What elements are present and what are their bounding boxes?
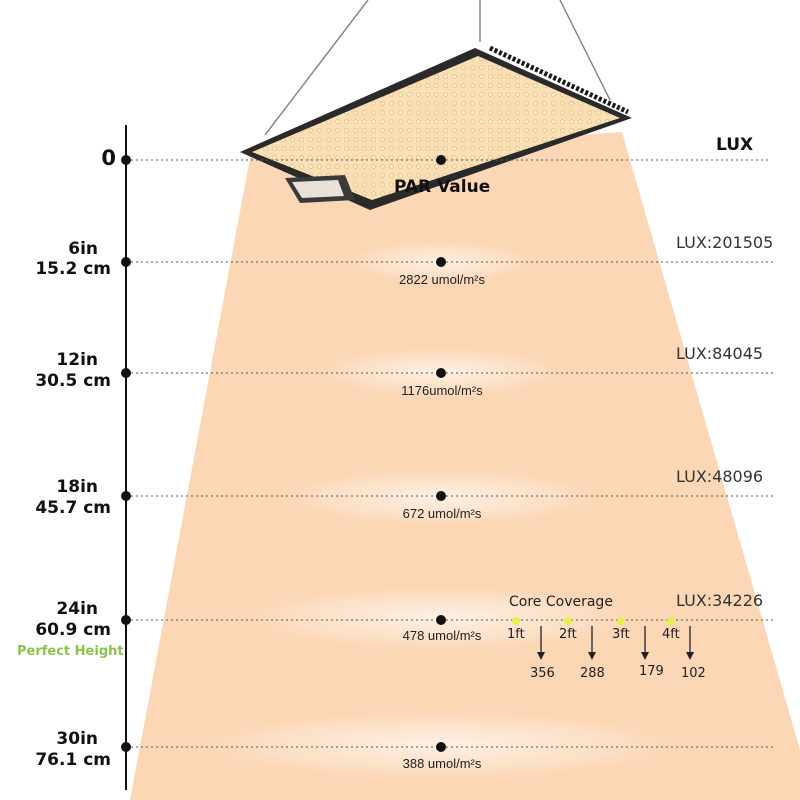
lux-heading: LUX [716,135,754,155]
height-inches-label: 12in [56,350,98,370]
par-value: 1176umol/m²s [401,383,483,398]
hanging-wire [264,0,369,136]
height-cm-label: 60.9 cm [35,620,111,640]
coverage-distance-label: 2ft [559,627,577,642]
height-inches-label: 6in [68,239,98,259]
height-inches-label: 24in [56,599,98,619]
coverage-distance-label: 4ft [662,627,680,642]
lux-value: LUX:34226 [676,591,764,610]
lux-value: LUX:84045 [676,344,764,363]
height-cm-label: 30.5 cm [35,371,111,391]
coverage-value: 356 [530,666,555,681]
coverage-value: 102 [681,666,706,681]
core-coverage-title: Core Coverage [509,594,613,610]
lux-value: LUX:201505 [676,233,774,252]
height-zero-label: 0 [101,146,116,170]
coverage-distance-label: 1ft [507,627,525,642]
coverage-value: 288 [580,666,605,681]
axis-dots [121,155,131,752]
par-value: 2822 umol/m²s [399,272,485,287]
coverage-value: 179 [639,664,664,679]
lux-value: LUX:48096 [676,467,764,486]
par-value: 478 umol/m²s [402,628,482,643]
perfect-height-label: Perfect Height [17,644,124,659]
height-cm-label: 15.2 cm [35,259,111,279]
coverage-distance-label: 3ft [612,627,630,642]
led-panel [240,45,632,210]
height-inches-label: 18in [56,477,98,497]
coverage-arrows [537,626,694,660]
coverage-dots [512,617,675,625]
par-value: 672 umol/m²s [402,506,482,521]
hanging-wire [559,0,611,101]
par-heading: PAR Value [394,177,491,197]
height-guides [126,159,775,748]
par-value: 388 umol/m²s [402,756,482,771]
height-inches-label: 30in [56,729,98,749]
par-dots [436,155,446,752]
height-cm-label: 45.7 cm [35,498,111,518]
height-cm-label: 76.1 cm [35,750,111,770]
